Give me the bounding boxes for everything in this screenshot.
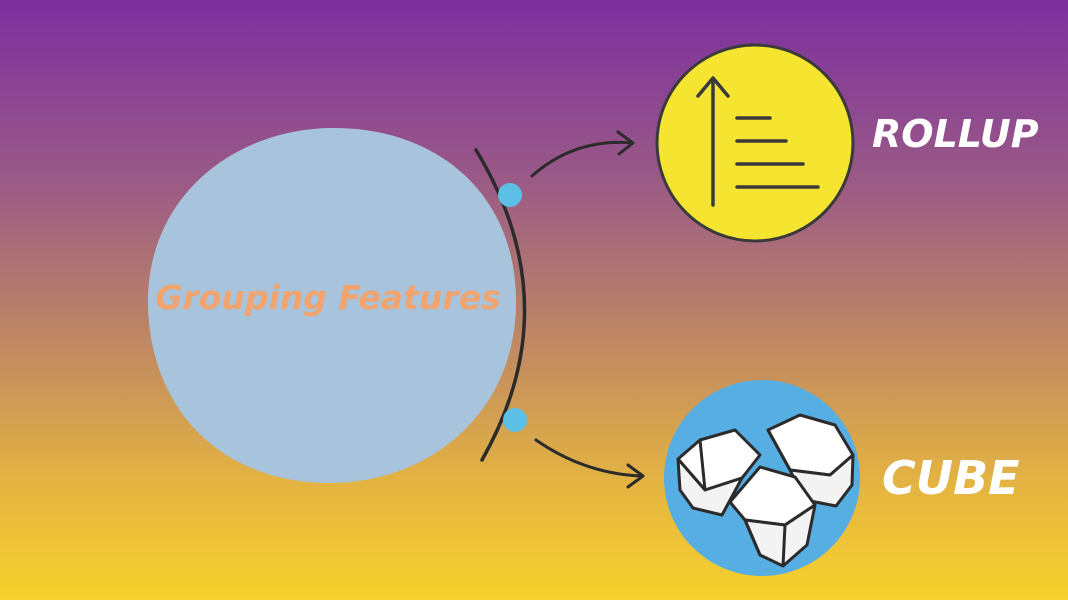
center-label: Grouping Features — [155, 278, 501, 317]
sorted-bars-up-arrow-icon — [655, 43, 855, 243]
cube-label: CUBE — [882, 451, 1020, 505]
arrowhead-cube — [626, 463, 645, 489]
cubes-icon — [664, 380, 860, 576]
center-blob — [147, 127, 517, 484]
arrowhead-rollup — [616, 130, 635, 156]
connector-dot-bottom — [503, 408, 527, 432]
arrow-to-rollup — [530, 140, 634, 178]
arrow-to-cube — [534, 438, 644, 478]
connector-dot-top — [498, 183, 522, 207]
rollup-label: ROLLUP — [872, 112, 1039, 156]
branch-arc — [474, 148, 527, 462]
